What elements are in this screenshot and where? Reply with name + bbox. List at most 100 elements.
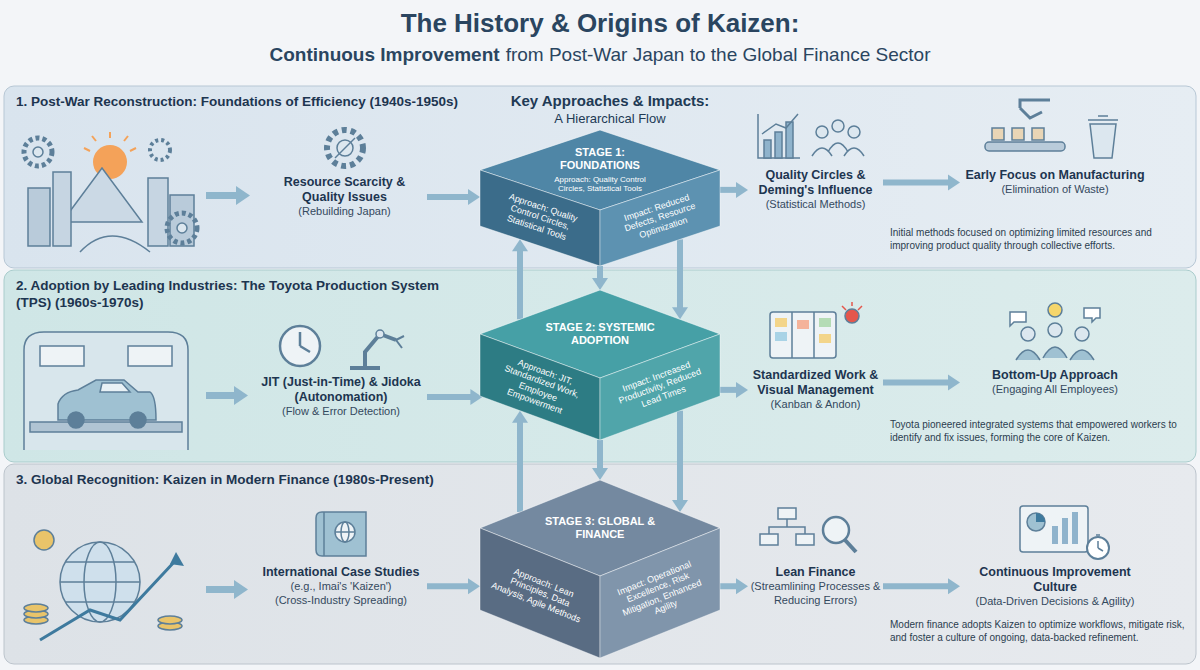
step-item: International Case Studies(e.g., Imai's … (255, 565, 427, 608)
jit-jidoka-icons-part (376, 330, 384, 338)
step-title: Bottom-Up Approach (960, 368, 1150, 383)
flow-connector (672, 411, 688, 512)
manufacturing-icon-part (1032, 128, 1044, 140)
arrow-head (592, 468, 608, 480)
bottom-up-people-icon-part (1075, 327, 1089, 341)
chart-people-icon-part (848, 126, 860, 138)
arrow-shaft (677, 411, 683, 501)
case-study-book-icon-part (335, 531, 355, 533)
global-finance-illustration-part (66, 562, 134, 602)
arrow-shaft (427, 394, 471, 400)
chart-people-icon-part (762, 114, 798, 134)
step-item: Early Focus on Manufacturing(Elimination… (960, 168, 1150, 197)
arrow-shaft (427, 194, 469, 200)
tps-illustration-part (30, 422, 182, 432)
manufacturing-icon-part (1088, 116, 1118, 120)
global-finance-illustration-part (24, 604, 48, 612)
subtitle-row: Continuous Improvementfrom Post-War Japa… (0, 44, 1200, 66)
step-title: Resource Scarcity & Quality Issues (262, 175, 427, 205)
step-detail: (Rebuilding Japan) (262, 205, 427, 219)
reconstruction-illustration-part (28, 188, 50, 246)
reconstruction-illustration-part (80, 236, 150, 252)
band-fills-part (4, 86, 1196, 268)
bottom-up-people-icon-part (1048, 303, 1062, 317)
step-detail: (Statistical Methods) (748, 198, 883, 212)
resource-gear-icon-part (335, 138, 355, 158)
dashboard-icon (1020, 506, 1109, 559)
arrow-shaft (517, 422, 523, 512)
arrow-head (592, 278, 608, 290)
bottom-up-people-icon-part (1010, 312, 1026, 326)
arrow-shaft (597, 440, 603, 469)
manufacturing-icon-part (992, 128, 1004, 140)
stage-title: STAGE 2: SYSTEMIC ADOPTION (544, 321, 656, 347)
cube-right-face (600, 334, 720, 440)
step-title: Early Focus on Manufacturing (960, 168, 1150, 183)
flow-arrows-part (206, 192, 236, 199)
stage-title: STAGE 1: FOUNDATIONS (544, 146, 656, 172)
arrow-shaft (883, 583, 949, 589)
cube-top-text: STAGE 2: SYSTEMIC ADOPTION (544, 321, 656, 347)
dashboard-icon-part (1096, 535, 1103, 551)
kanban-andon-icon-part (797, 320, 809, 329)
lean-finance-icon-part (796, 534, 814, 545)
arrow-shaft (883, 379, 949, 385)
bottom-up-people-icon (1010, 303, 1100, 360)
band-heading: 2. Adoption by Leading Industries: The T… (16, 278, 471, 312)
flow-connector (720, 578, 748, 594)
reconstruction-illustration-part-part (92, 136, 96, 141)
flow-connector (427, 189, 480, 205)
resource-gear-icon-part (327, 130, 363, 166)
reconstruction-illustration-part (53, 172, 71, 246)
step-title: Continuous Improvement Culture (960, 565, 1150, 595)
reconstruction-illustration-part-part (130, 148, 136, 151)
jit-jidoka-icons-part (396, 336, 404, 348)
subtitle-strong: Continuous Improvement (270, 44, 500, 65)
manufacturing-icon-part (1020, 100, 1050, 118)
bottom-up-people-icon-part (1084, 308, 1100, 322)
tps-illustration-part (24, 332, 188, 450)
reconstruction-illustration-part (170, 195, 194, 246)
step-title: International Case Studies (255, 565, 427, 580)
bottom-up-people-icon-part (1048, 323, 1062, 337)
lean-finance-icon-part (845, 540, 856, 552)
band-note: Modern finance adopts Kaizen to optimize… (890, 618, 1190, 644)
jit-jidoka-icons-part (350, 334, 396, 368)
reconstruction-illustration-part (62, 168, 142, 222)
kanban-andon-icon-part (813, 312, 815, 358)
flow-connector (883, 374, 960, 390)
case-study-book-icon-part (316, 512, 366, 556)
bottom-up-people-icon-part (1021, 327, 1035, 341)
band-heading: 3. Global Recognition: Kaizen in Modern … (16, 472, 476, 489)
section-sublabel: A Hierarchical Flow (490, 111, 730, 126)
flow-arrows-part (234, 386, 248, 405)
arrow-shaft (883, 179, 949, 185)
stage-cube: STAGE 3: GLOBAL & FINANCEApproach: Lean … (480, 480, 720, 658)
step-title: Standardized Work & Visual Management (748, 368, 883, 398)
reconstruction-illustration-part (177, 223, 187, 233)
step-item: Lean Finance(Streamlining Processes & Re… (748, 565, 883, 608)
manufacturing-icon-part (985, 142, 1065, 151)
tps-illustration-part (128, 346, 172, 366)
arrow-shaft (517, 250, 523, 319)
flow-arrows-part (236, 186, 250, 205)
flow-arrows-part (206, 392, 234, 399)
arrow-shaft (720, 187, 737, 193)
band-heading: 1. Post-War Reconstruction: Foundations … (16, 94, 471, 111)
cube-right-face (600, 528, 720, 658)
step-item: JIT (Just-in-Time) & Jidoka (Autonomatio… (255, 375, 427, 419)
resource-gear-icon (327, 130, 363, 166)
flow-connector (427, 389, 482, 405)
arrow-head (948, 374, 960, 390)
case-study-book-icon (316, 512, 366, 556)
step-detail: (Engaging All Employees) (960, 383, 1150, 397)
jit-jidoka-icons-part (300, 332, 310, 352)
chart-people-icon-part (812, 143, 864, 156)
reconstruction-illustration-part (33, 147, 43, 157)
flow-connector (592, 440, 608, 480)
jit-jidoka-icons (280, 326, 404, 368)
band-fills-part (4, 464, 1196, 664)
arrow-head (948, 578, 960, 594)
tps-illustration-part (68, 412, 84, 428)
